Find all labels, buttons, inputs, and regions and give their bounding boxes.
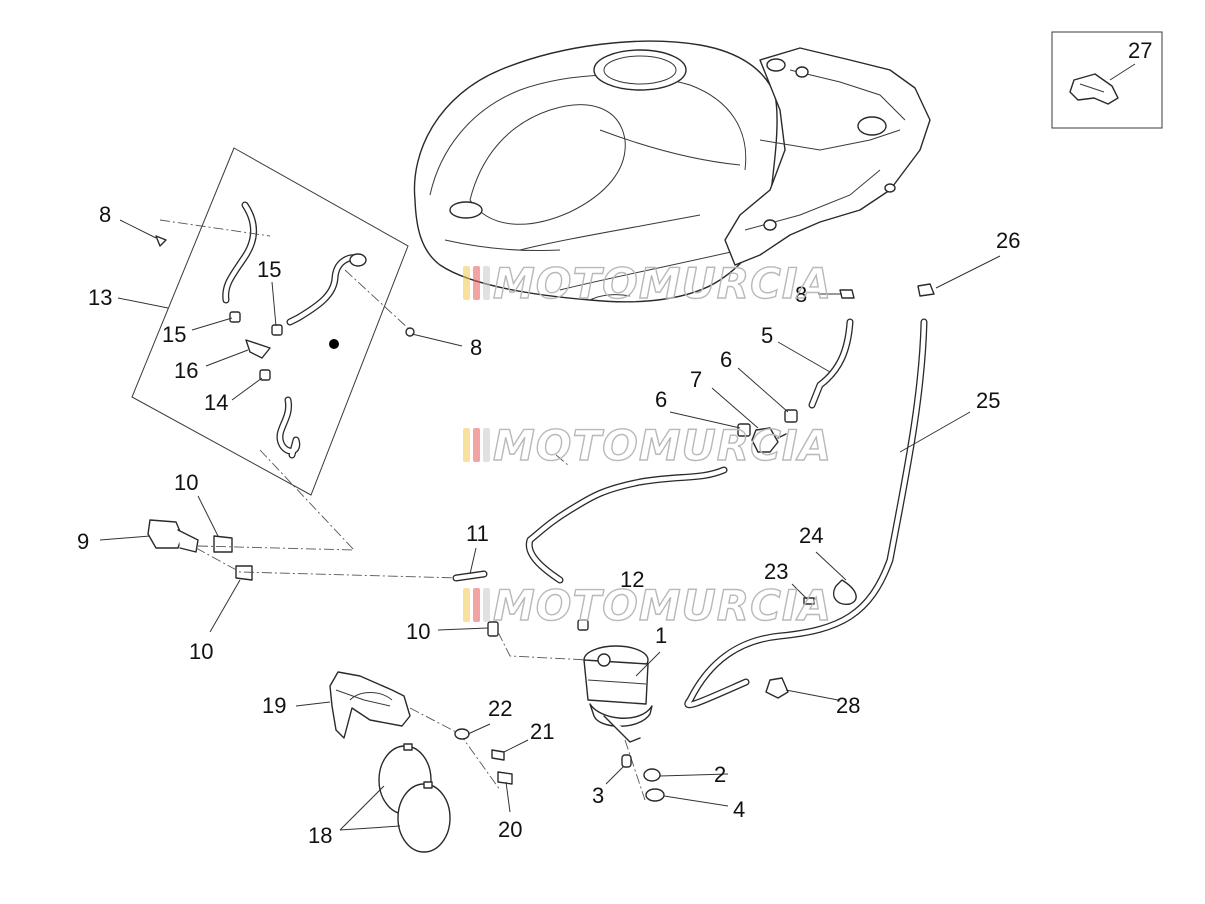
- callout-26: 26: [996, 228, 1020, 253]
- callout-18: 18: [308, 823, 332, 848]
- watermark-3: MOTOMURCIA: [463, 580, 832, 631]
- callout-8a: 8: [99, 202, 111, 227]
- watermark-stripe: [473, 428, 480, 462]
- callout-15a: 15: [257, 257, 281, 282]
- callout-8b: 8: [470, 335, 482, 360]
- callout-23: 23: [764, 559, 788, 584]
- callout-28: 28: [836, 693, 860, 718]
- watermark-text: MOTOMURCIA: [493, 581, 832, 630]
- watermark-text: MOTOMURCIA: [493, 259, 832, 308]
- callout-9: 9: [77, 529, 89, 554]
- callout-19: 19: [262, 693, 286, 718]
- leader-lines: [99, 219, 1001, 831]
- callout-3: 3: [592, 783, 604, 808]
- watermark-stripe: [473, 266, 480, 300]
- watermark-stripe: [463, 588, 470, 622]
- callout-12: 12: [620, 567, 644, 592]
- fuel-pump: [497, 631, 653, 801]
- callout-6a: 6: [720, 347, 732, 372]
- callout-13: 13: [88, 285, 112, 310]
- callout-27: 27: [1128, 38, 1152, 63]
- callout-15b: 15: [162, 322, 186, 347]
- clamp-23-24: [765, 579, 857, 699]
- callout-22: 22: [488, 696, 512, 721]
- hose-clips: [155, 235, 935, 637]
- callout-7: 7: [690, 367, 702, 392]
- hose-clamps: [378, 743, 451, 853]
- watermark-1: MOTOMURCIA: [463, 258, 832, 309]
- hoses: [525, 318, 928, 709]
- callout-11: 11: [466, 521, 489, 546]
- callout-8c: 8: [795, 282, 807, 307]
- watermark-stripe: [473, 588, 480, 622]
- callout-20: 20: [498, 817, 522, 842]
- watermark-stripe: [483, 588, 490, 622]
- fuel-tank: [413, 40, 931, 303]
- callout-4: 4: [733, 797, 745, 822]
- callout-14: 14: [204, 390, 228, 415]
- callout-10a: 10: [174, 470, 198, 495]
- callout-10c: 10: [406, 619, 430, 644]
- callout-21: 21: [530, 719, 554, 744]
- check-valve: [751, 427, 787, 453]
- callout-6b: 6: [655, 387, 667, 412]
- dot-marker: [329, 339, 339, 349]
- fuel-filter-connector: [147, 519, 488, 582]
- callout-16: 16: [174, 358, 198, 383]
- watermark-stripe: [483, 428, 490, 462]
- watermark-2: MOTOMURCIA: [463, 420, 832, 471]
- inset-box-27: 27: [1051, 31, 1163, 129]
- watermark-stripe: [483, 266, 490, 300]
- vent-hose-assembly-box: [131, 147, 411, 551]
- bracket-fasteners: [454, 728, 513, 785]
- callout-10b: 10: [189, 639, 213, 664]
- callout-labels: 8 13 15 15 16 14 8 10 9 10 11 12 10 1 8 …: [77, 202, 1020, 848]
- callout-25: 25: [976, 388, 1000, 413]
- watermark-stripe: [463, 428, 470, 462]
- callout-24: 24: [799, 523, 823, 548]
- callout-1: 1: [655, 623, 667, 648]
- watermark-text: MOTOMURCIA: [493, 421, 832, 470]
- pump-small-parts: [621, 754, 665, 802]
- callout-2: 2: [714, 762, 726, 787]
- watermark-stripe: [463, 266, 470, 300]
- callout-5: 5: [761, 323, 773, 348]
